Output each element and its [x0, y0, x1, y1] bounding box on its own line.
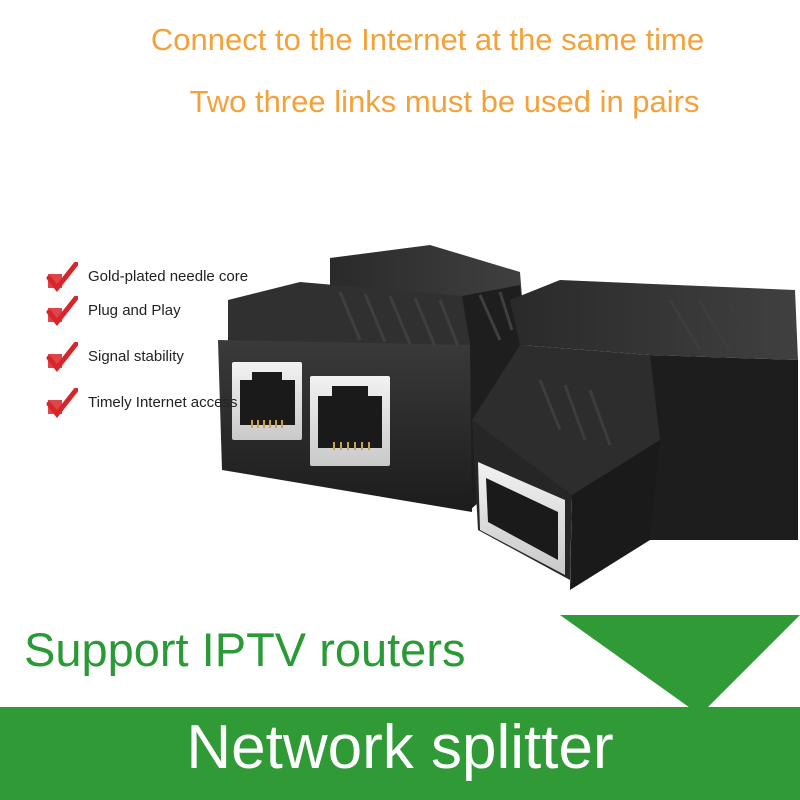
feature-label: Timely Internet access [88, 394, 238, 411]
red-check-icon [46, 342, 78, 373]
banner-title: Network splitter [186, 713, 614, 782]
feature-label: Plug and Play [88, 302, 181, 319]
feature-label: Gold-plated needle core [88, 268, 249, 285]
rj45-port-left-1 [232, 362, 302, 440]
headline-line-2: Two three links must be used in pairs [189, 84, 700, 119]
red-check-icon [46, 388, 78, 419]
red-check-icon [46, 296, 78, 327]
red-check-icon [46, 262, 78, 293]
headline-line-1: Connect to the Internet at the same time [150, 22, 705, 57]
rj45-port-left-2 [310, 376, 390, 466]
feature-label: Signal stability [88, 348, 184, 365]
rj45-port-right [478, 462, 565, 575]
green-arrow-icon [560, 615, 800, 715]
bottom-banner [0, 707, 800, 800]
support-iptv-text: Support IPTV routers [24, 623, 466, 676]
